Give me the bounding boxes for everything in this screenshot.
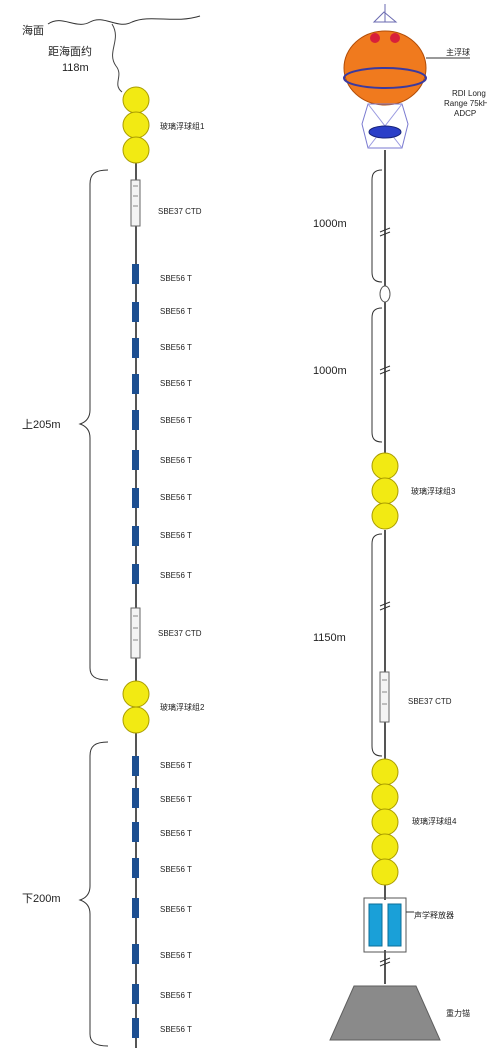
sbe56-sensor: [132, 984, 139, 1004]
glass-float: [371, 477, 399, 505]
release-body: [368, 903, 383, 947]
float-group-4: [371, 758, 399, 886]
sbe56-sensor: [132, 264, 139, 284]
glass-float: [122, 706, 150, 734]
instrument-label: SBE56 T: [160, 795, 192, 804]
main-float-band: [343, 67, 427, 89]
glass-float: [122, 136, 150, 164]
lower-span-label: 下200m: [22, 893, 61, 905]
glass-float: [371, 808, 399, 836]
ctd-body: [379, 671, 390, 723]
instrument-label: SBE56 T: [160, 493, 192, 502]
float-top-marker: [390, 33, 400, 43]
instrument-label: SBE56 T: [160, 951, 192, 960]
line-break-mark: [379, 365, 391, 375]
adcp-label-line-3: ADCP: [454, 109, 476, 118]
glass-float: [371, 858, 399, 886]
float-top-marker: [370, 33, 380, 43]
sbe56-sensor: [132, 564, 139, 584]
sbe56-sensor: [132, 488, 139, 508]
instrument-label: SBE56 T: [160, 991, 192, 1000]
span-brace-2: [371, 307, 383, 443]
glass-float: [371, 452, 399, 480]
float-group-3: [371, 452, 399, 530]
sea-surface-line: [47, 15, 201, 25]
sbe56-sensor: [132, 410, 139, 430]
instrument-label: SBE56 T: [160, 571, 192, 580]
ctd-body: [130, 179, 141, 227]
line-break-mark: [379, 601, 391, 611]
sbe56-sensor: [132, 338, 139, 358]
ctd-body: [130, 607, 141, 659]
glass-float: [371, 783, 399, 811]
span-brace-3: [371, 533, 383, 757]
upper-span-label: 上205m: [22, 418, 61, 431]
sbe56-sensor: [132, 788, 139, 808]
sbe56-sensor: [132, 756, 139, 776]
acoustic-release: [363, 897, 407, 953]
instrument-label: SBE56 T: [160, 1025, 192, 1034]
glass-float: [371, 502, 399, 530]
span-1-label: 1000m: [313, 218, 347, 230]
float-group-3-label: 玻璃浮球组3: [411, 486, 456, 496]
instrument-label: SBE56 T: [160, 865, 192, 874]
glass-float: [122, 86, 150, 114]
span-brace-1: [371, 169, 383, 283]
right-mooring: 主浮球 RDI Long Range 75kHz ADCP 1000m 1000…: [313, 4, 487, 1041]
left-mooring: 海面 距海面约 118m 玻璃浮球组1 上205m SBE37 CTD SBE5…: [22, 15, 205, 1048]
instrument-label: SBE37 CTD: [158, 207, 202, 216]
surface-distance-value: 118m: [62, 62, 89, 74]
upper-brace: [78, 169, 109, 681]
ctd-label: SBE37 CTD: [408, 697, 452, 706]
instrument-label: SBE56 T: [160, 416, 192, 425]
glass-float: [371, 758, 399, 786]
adcp-label-line-1: RDI Long: [452, 89, 486, 98]
glass-float: [122, 680, 150, 708]
sbe56-sensor: [132, 898, 139, 918]
release-body: [387, 903, 402, 947]
surface-distance-label: 距海面约: [48, 44, 92, 58]
instrument-label: SBE37 CTD: [158, 629, 202, 638]
float-group-2-label: 玻璃浮球组2: [160, 702, 205, 712]
sbe56-sensor: [132, 1018, 139, 1038]
sea-surface-label: 海面: [22, 23, 44, 37]
adcp-head: [368, 125, 402, 139]
float-group-1: [122, 86, 150, 164]
instrument-label: SBE56 T: [160, 379, 192, 388]
float-group-4-label: 玻璃浮球组4: [412, 816, 457, 826]
lower-brace: [78, 741, 109, 1047]
line-break-mark: [379, 957, 391, 967]
swivel-connector: [379, 285, 391, 303]
span-2-label: 1000m: [313, 365, 347, 377]
sbe56-sensor: [132, 374, 139, 394]
instrument-label: SBE56 T: [160, 274, 192, 283]
adcp-label-line-2: Range 75kHz: [444, 99, 487, 108]
instrument-label: SBE56 T: [160, 343, 192, 352]
sbe56-sensor: [132, 858, 139, 878]
anchor-label: 重力锚: [446, 1008, 470, 1018]
float-group-1-label: 玻璃浮球组1: [160, 121, 205, 131]
gravity-anchor: [329, 985, 441, 1041]
sbe56-sensor: [132, 450, 139, 470]
instrument-label: SBE56 T: [160, 456, 192, 465]
instrument-label: SBE56 T: [160, 531, 192, 540]
instrument-label: SBE56 T: [160, 761, 192, 770]
sbe56-sensor: [132, 526, 139, 546]
instrument-label: SBE56 T: [160, 829, 192, 838]
float-group-2: [122, 680, 150, 734]
span-3-label: 1150m: [313, 632, 346, 644]
sbe56-sensor: [132, 302, 139, 322]
instrument-label: SBE56 T: [160, 905, 192, 914]
glass-float: [122, 111, 150, 139]
glass-float: [371, 833, 399, 861]
instrument-label: SBE56 T: [160, 307, 192, 316]
main-float-label: 主浮球: [446, 47, 470, 57]
line-break-mark: [379, 227, 391, 237]
sbe56-sensor: [132, 822, 139, 842]
sbe56-sensor: [132, 944, 139, 964]
release-label: 声学释放器: [414, 910, 454, 920]
surface-distance-curve: [111, 23, 123, 93]
release-frame: [363, 897, 407, 953]
